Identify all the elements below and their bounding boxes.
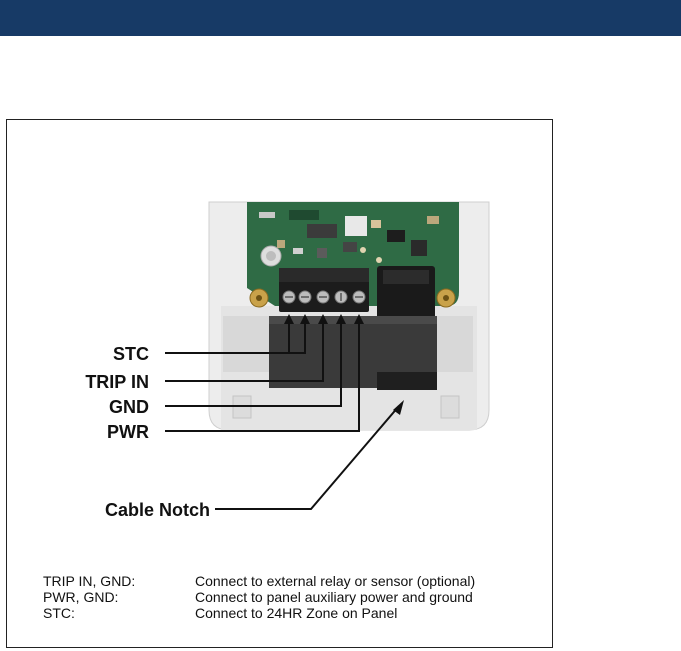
legend-row-pwr-gnd: PWR, GND: Connect to panel auxiliary pow… — [43, 589, 475, 605]
cable-notch-leader-line — [215, 405, 400, 510]
device-photo — [208, 201, 490, 431]
pwr-leader-line — [165, 318, 360, 432]
legend-row-stc: STC: Connect to 24HR Zone on Panel — [43, 605, 475, 621]
legend-term: PWR, GND: — [43, 589, 119, 605]
legend-row-trip-in-gnd: TRIP IN, GND: Connect to external relay … — [43, 573, 475, 589]
legend-description: Connect to 24HR Zone on Panel — [195, 605, 398, 621]
wiring-diagram-frame: STC TRIP IN GND PWR Cable Notch TRIP IN,… — [6, 119, 553, 648]
legend-term: STC: — [43, 605, 75, 621]
stc-label: STC — [113, 344, 149, 364]
wiring-legend: TRIP IN, GND: Connect to external relay … — [43, 573, 475, 621]
legend-description: Connect to external relay or sensor (opt… — [195, 573, 476, 589]
arrowheads — [284, 314, 404, 415]
stc-leader-line — [165, 318, 290, 354]
gnd-leader-line — [165, 318, 342, 407]
cable-notch-label: Cable Notch — [105, 500, 210, 520]
leader-lines — [165, 318, 400, 510]
trip-in-label: TRIP IN — [85, 372, 149, 392]
callout-overlay: STC TRIP IN GND PWR Cable Notch — [85, 314, 404, 520]
stc-leader-line-branch — [289, 318, 306, 354]
trip-in-leader-line — [165, 318, 324, 382]
gnd-label: GND — [109, 397, 149, 417]
legend-description: Connect to panel auxiliary power and gro… — [195, 589, 473, 605]
legend-term: TRIP IN, GND: — [43, 573, 136, 589]
pwr-label: PWR — [107, 422, 149, 442]
top-banner — [0, 0, 681, 36]
